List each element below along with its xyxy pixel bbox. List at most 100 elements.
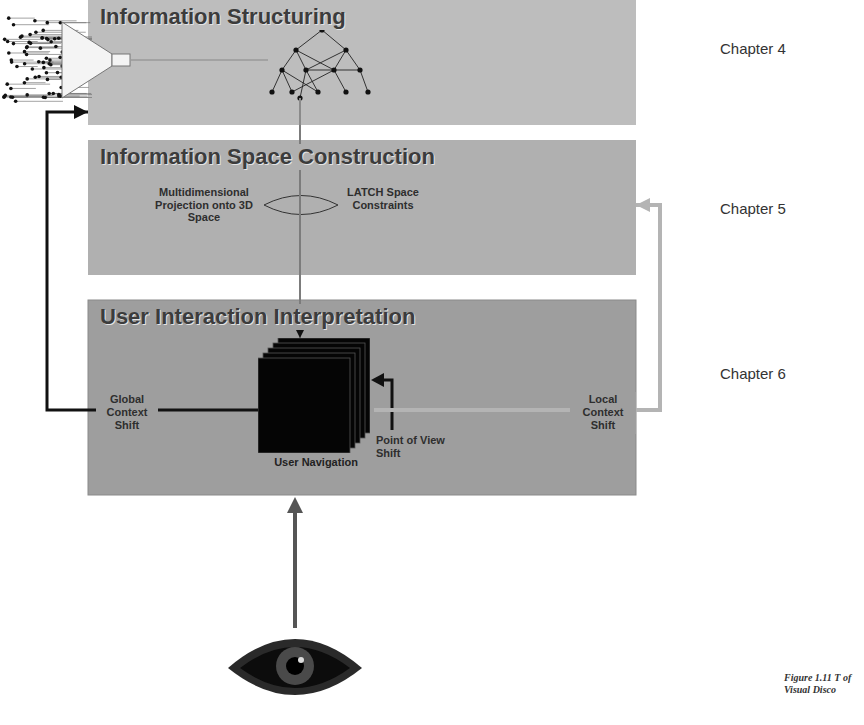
graph-node — [303, 67, 308, 72]
data-point — [7, 16, 11, 20]
screen-stack-shape — [258, 338, 370, 453]
data-point — [25, 93, 29, 97]
data-point — [31, 67, 35, 71]
band-title: Information Structuring — [96, 4, 350, 30]
data-point — [4, 94, 8, 98]
data-point — [23, 50, 27, 54]
band-title: User Interaction Interpretation — [96, 304, 419, 330]
eye-arrow — [287, 497, 303, 628]
data-point — [58, 56, 62, 60]
graph-link — [272, 70, 282, 92]
hierarchy-graph — [269, 27, 370, 100]
data-streak — [5, 39, 41, 40]
data-point — [40, 36, 44, 40]
funnel-cone — [62, 22, 112, 98]
data-point — [12, 23, 16, 27]
graph-node — [289, 89, 294, 94]
data-point — [42, 66, 46, 70]
graph-node — [315, 89, 320, 94]
data-point — [9, 95, 13, 99]
data-streak — [24, 51, 50, 52]
data-point — [19, 35, 23, 39]
data-point — [6, 40, 10, 44]
eye-shape — [240, 647, 350, 688]
data-point — [12, 42, 16, 46]
graph-link — [322, 30, 346, 50]
data-point — [34, 75, 38, 79]
graph-node — [293, 47, 298, 52]
data-point — [25, 45, 29, 49]
data-point — [54, 45, 58, 49]
data-point — [34, 30, 38, 34]
data-streak — [8, 41, 38, 42]
data-point — [37, 60, 41, 64]
data-streak — [11, 97, 58, 98]
funnel-to-tree — [130, 59, 268, 61]
eye-shadow — [228, 639, 362, 695]
graph-link — [282, 50, 296, 70]
point-of-view-arrow — [371, 373, 392, 430]
point-of-view-line — [382, 380, 392, 430]
data-point — [14, 100, 18, 104]
graph-node — [343, 89, 348, 94]
funnel-spout — [112, 54, 130, 66]
figure-caption: Figure 1.11 T of Visual Disco — [784, 672, 860, 696]
graph-link — [292, 70, 334, 92]
data-point — [57, 94, 61, 98]
data-point — [57, 36, 61, 40]
data-point — [56, 71, 60, 75]
data-point — [39, 46, 43, 50]
data-point — [45, 56, 49, 60]
graph-node — [279, 67, 284, 72]
data-point — [37, 75, 41, 79]
band-ground — [88, 0, 636, 125]
eye-arrow-line — [293, 510, 297, 628]
data-point — [47, 92, 51, 96]
data-point — [45, 21, 49, 25]
layer-band: Information Structuring — [88, 0, 636, 125]
data-point — [28, 33, 32, 37]
data-streak — [7, 84, 50, 85]
data-point — [23, 62, 27, 66]
graph-link — [306, 50, 346, 70]
eye-pupil — [286, 657, 304, 675]
graph-node — [343, 47, 348, 52]
graph-node — [269, 89, 274, 94]
tree-stem — [299, 98, 301, 125]
band-title: Information Space Construction — [96, 144, 439, 170]
data-point — [53, 37, 57, 41]
chapter-label: Chapter 6 — [720, 365, 786, 382]
data-point — [45, 71, 49, 75]
data-streak — [11, 88, 36, 89]
band-ground — [88, 140, 636, 275]
graph-node — [357, 67, 362, 72]
data-point — [33, 19, 37, 23]
data-point — [45, 37, 49, 41]
data-streak — [30, 34, 63, 35]
data-streak — [9, 18, 35, 19]
layer-band: User Interaction InterpretationUser Navi… — [88, 300, 636, 495]
data-streak — [47, 22, 90, 23]
eye — [228, 639, 362, 695]
data-streak — [17, 66, 38, 67]
point-of-view-head — [371, 373, 384, 387]
graph-link — [296, 50, 334, 70]
data-streak — [9, 52, 49, 53]
eye-arrow-head — [287, 497, 303, 513]
data-streak — [31, 43, 62, 44]
data-point — [42, 61, 46, 65]
annotation-label: Point of View Shift — [376, 434, 458, 459]
annotation-label: LATCH Space Constraints — [346, 186, 420, 211]
data-point — [7, 51, 11, 55]
funnel — [62, 22, 268, 98]
data-point — [40, 36, 44, 40]
chapter-label: Chapter 5 — [720, 200, 786, 217]
graph-node — [365, 89, 370, 94]
chapter-label: Chapter 4 — [720, 40, 786, 57]
band-ground — [88, 300, 636, 495]
data-point — [51, 92, 55, 96]
data-point — [5, 82, 9, 86]
